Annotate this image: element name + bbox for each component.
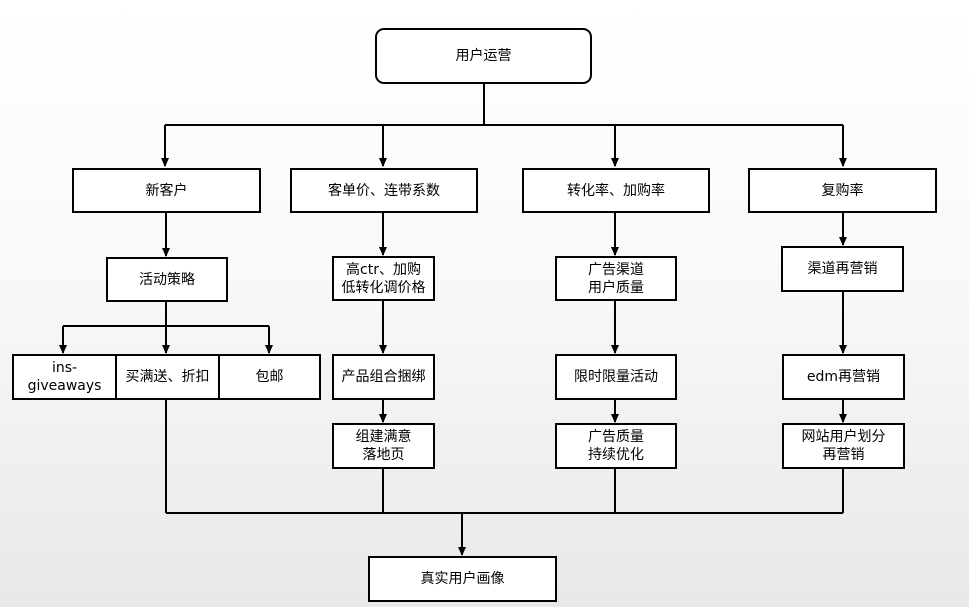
tactic-node-ins-giveaways: ins- giveaways xyxy=(12,354,117,400)
order-value-step-3: 组建满意 落地页 xyxy=(332,423,435,469)
conversion-step-3: 广告质量 持续优化 xyxy=(555,423,677,469)
activity-strategy-node: 活动策略 xyxy=(106,257,228,302)
branch-header-new-customers: 新客户 xyxy=(72,168,261,213)
order-value-step-2: 产品组合捆绑 xyxy=(332,354,435,400)
tactic-node-discount: 买满送、折扣 xyxy=(115,354,220,400)
conversion-step-2: 限时限量活动 xyxy=(555,354,677,400)
repurchase-step-3: 网站用户划分 再营销 xyxy=(782,423,905,469)
repurchase-step-2: edm再营销 xyxy=(782,354,905,400)
tactic-node-free-shipping: 包邮 xyxy=(218,354,321,400)
branch-header-order-value: 客单价、连带系数 xyxy=(290,168,478,213)
branch-header-conversion: 转化率、加购率 xyxy=(522,168,710,213)
branch-header-repurchase: 复购率 xyxy=(748,168,937,213)
result-node: 真实用户画像 xyxy=(368,556,557,602)
order-value-step-1: 高ctr、加购 低转化调价格 xyxy=(332,256,435,301)
root-node: 用户运营 xyxy=(375,28,592,84)
repurchase-step-1: 渠道再营销 xyxy=(781,246,904,292)
conversion-step-1: 广告渠道 用户质量 xyxy=(555,256,677,301)
